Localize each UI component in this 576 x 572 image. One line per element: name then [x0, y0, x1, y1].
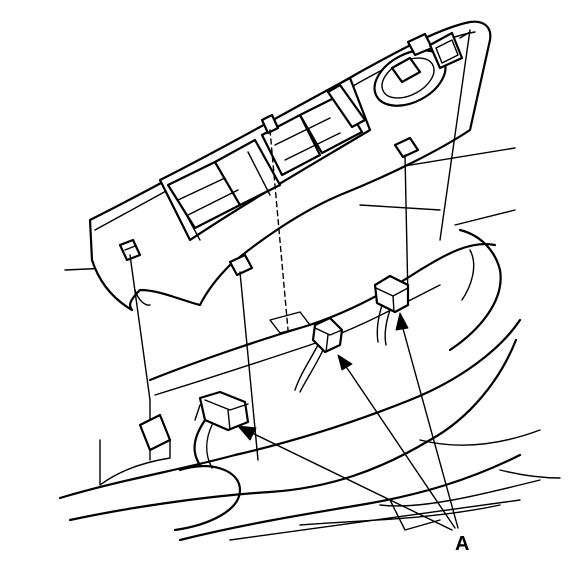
- alignment-dash: [269, 129, 289, 331]
- callout-label-a: A: [455, 533, 470, 555]
- power-window-master-switch-panel: [88, 20, 492, 312]
- connector-right: [373, 274, 410, 346]
- connector-center: [294, 316, 344, 393]
- connector-left: [193, 390, 250, 469]
- callout-arrows: [237, 312, 459, 531]
